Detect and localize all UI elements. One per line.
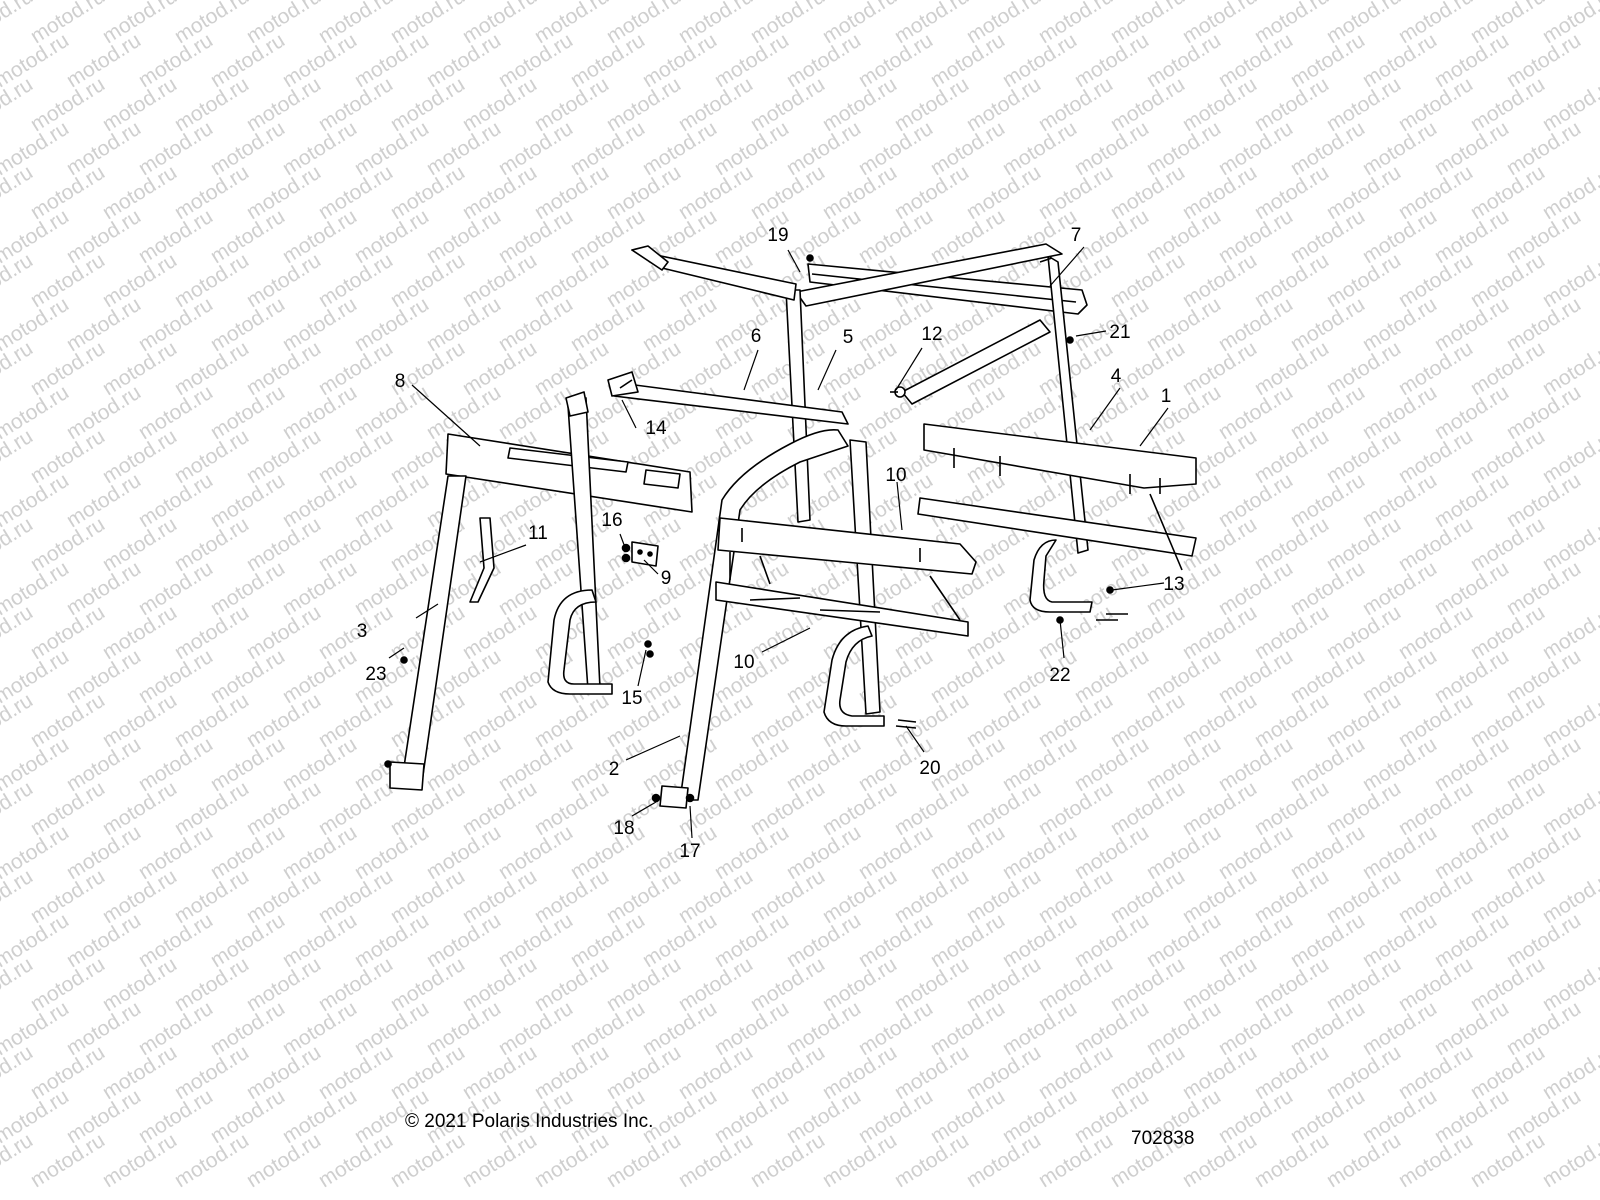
leader-lines bbox=[388, 246, 1169, 839]
callout-3: 3 bbox=[357, 621, 368, 642]
callout-23: 23 bbox=[365, 664, 386, 685]
callout-10: 10 bbox=[885, 465, 906, 486]
lower-rail-10 bbox=[715, 517, 977, 637]
callout-8: 8 bbox=[395, 371, 406, 392]
callout-20: 20 bbox=[919, 758, 940, 779]
callout-6: 6 bbox=[751, 326, 762, 347]
front-header-8 bbox=[445, 433, 693, 513]
callout-5: 5 bbox=[843, 327, 854, 348]
watermark-text: motod.ru bbox=[1538, 1129, 1600, 1192]
front-pillar-3 bbox=[389, 475, 467, 791]
callout-22: 22 bbox=[1049, 665, 1070, 686]
side-grab-bar-right bbox=[823, 625, 885, 727]
figure-number: 702838 bbox=[1131, 1128, 1195, 1149]
upper-cross-tube bbox=[795, 243, 1063, 307]
rear-pillar-4 bbox=[1029, 255, 1093, 613]
roof-brace-left bbox=[631, 245, 797, 301]
watermark-text: motod.ru bbox=[0, 0, 37, 48]
callout-7: 7 bbox=[1071, 225, 1082, 246]
callout-11: 11 bbox=[528, 523, 548, 544]
callout-10: 10 bbox=[733, 652, 754, 673]
callout-12: 12 bbox=[921, 324, 942, 345]
callout-13: 13 bbox=[1163, 574, 1184, 595]
callout-2: 2 bbox=[609, 759, 620, 780]
bolts bbox=[619, 379, 1128, 729]
callout-15: 15 bbox=[621, 688, 642, 709]
callout-17: 17 bbox=[679, 841, 700, 862]
copyright-notice: © 2021 Polaris Industries Inc. bbox=[405, 1111, 654, 1132]
callout-1: 1 bbox=[1161, 386, 1172, 407]
callout-4: 4 bbox=[1111, 366, 1122, 387]
callout-14: 14 bbox=[645, 418, 667, 439]
side-rail-1 bbox=[917, 423, 1197, 571]
callout-21: 21 bbox=[1109, 322, 1130, 343]
cage-drawing bbox=[384, 243, 1197, 809]
callout-18: 18 bbox=[613, 818, 634, 839]
bracket-plate-9 bbox=[631, 541, 659, 567]
callout-19: 19 bbox=[767, 225, 788, 246]
grab-handle-11 bbox=[469, 517, 495, 603]
callout-9: 9 bbox=[661, 568, 672, 589]
roof-bar-6 bbox=[607, 371, 849, 425]
side-grab-bar-left bbox=[547, 589, 613, 695]
callout-16: 16 bbox=[601, 510, 622, 531]
